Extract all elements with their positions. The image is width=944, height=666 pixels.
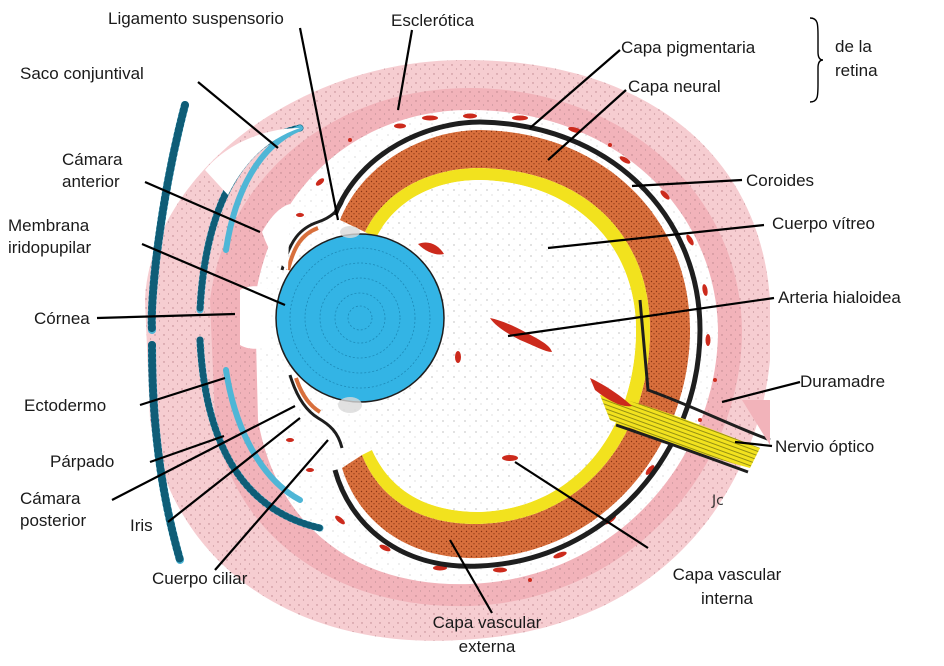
label-cuerpo-vitreo: Cuerpo vítreo	[772, 214, 875, 234]
label-coroides: Coroides	[746, 171, 814, 191]
label-capa-vascular-externa-2: externa	[422, 637, 552, 657]
label-duramadre: Duramadre	[800, 372, 885, 392]
label-arteria-hialoidea: Arteria hialoidea	[778, 288, 901, 308]
label-capa-vascular-interna-1: Capa vascular	[662, 565, 792, 585]
label-nervio-optico: Nervio óptico	[775, 437, 874, 457]
label-retina: retina	[835, 61, 878, 81]
label-capa-neural: Capa neural	[628, 77, 721, 97]
label-camara-anterior-2: anterior	[62, 172, 120, 192]
label-camara-posterior-1: Cámara	[20, 489, 80, 509]
retina-brace	[808, 16, 824, 104]
label-cornea: Córnea	[34, 309, 90, 329]
label-iris: Iris	[130, 516, 153, 536]
label-camara-anterior-1: Cámara	[62, 150, 122, 170]
label-capa-vascular-externa-1: Capa vascular	[422, 613, 552, 633]
label-cuerpo-ciliar: Cuerpo ciliar	[152, 569, 247, 589]
label-ectodermo: Ectodermo	[24, 396, 106, 416]
label-membrana-1: Membrana	[8, 216, 89, 236]
label-esclerotica: Esclerótica	[391, 11, 474, 31]
label-saco-conjuntival: Saco conjuntival	[20, 64, 144, 84]
label-capa-vascular-interna-2: interna	[662, 589, 792, 609]
lens	[276, 234, 444, 402]
label-parpado: Párpado	[50, 452, 114, 472]
label-capa-pigmentaria: Capa pigmentaria	[621, 38, 755, 58]
label-de-la: de la	[835, 37, 872, 57]
label-ligamento-suspensorio: Ligamento suspensorio	[108, 9, 284, 29]
artist-mark: Jc	[711, 493, 724, 509]
label-membrana-2: iridopupilar	[8, 238, 91, 258]
label-camara-posterior-2: posterior	[20, 511, 86, 531]
